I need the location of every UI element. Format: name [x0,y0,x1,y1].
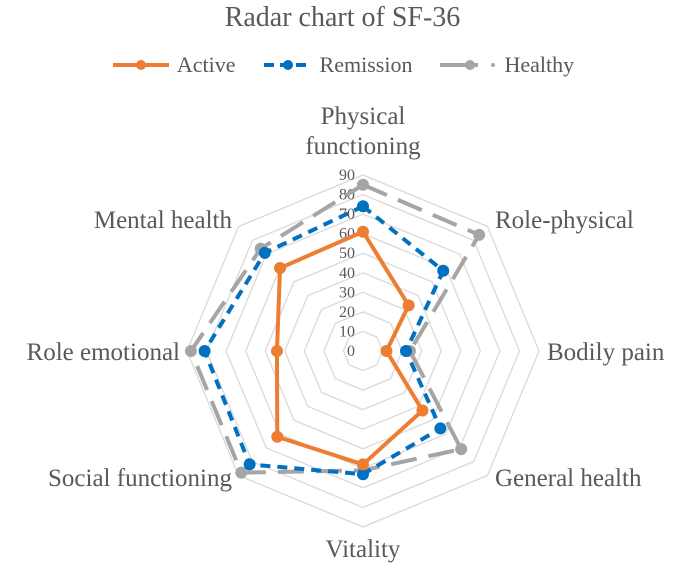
chart-title: Radar chart of SF-36 [224,2,461,33]
data-point-active [274,262,287,275]
axis-label: General health [495,465,642,492]
legend-label-remission: Remission [319,52,413,77]
axis-label: Bodily pain [547,339,665,366]
data-point-active [416,404,429,417]
legend-item-active: Active [111,52,236,78]
legend-label-healthy: Healthy [504,52,575,77]
tick-label: 30 [339,284,355,301]
grid-ring [264,252,462,450]
data-point-remission [198,345,211,357]
axis-label: Role emotional [27,339,180,366]
tick-label: 90 [339,167,355,184]
data-point-active [357,225,369,238]
legend-label-active: Active [176,52,236,77]
data-point-active [357,458,369,471]
data-point-active [271,430,284,443]
data-point-active [380,345,393,357]
legend: Active Remission Healthy [0,52,685,78]
tick-label: 50 [339,245,355,262]
data-point-remission [243,458,256,471]
data-point-remission [437,264,450,277]
legend-item-remission: Remission [262,52,413,78]
data-point-remission [400,345,413,357]
grid-ring [303,291,423,411]
data-point-remission [258,246,271,259]
legend-line-dashed-icon [263,60,312,70]
data-point-healthy [473,228,486,241]
legend-line-longdash-icon [440,60,496,70]
data-point-active [402,299,415,312]
data-point-healthy [455,443,468,456]
data-point-remission [357,200,369,213]
axis-label: Vitality [326,536,401,563]
tick-label: 10 [339,323,355,340]
grid-ring [284,272,442,430]
grid-ring [205,193,521,509]
data-point-healthy [357,178,369,191]
axis-label: Mental health [94,207,233,234]
tick-label: 40 [339,265,355,282]
axis-label: Social functioning [48,465,232,492]
axis-label: Role-physical [495,207,634,234]
data-point-healthy [184,345,197,357]
data-point-remission [357,468,369,481]
grid-ring [342,330,384,372]
grid-ring [186,174,540,528]
grid-ring [225,213,501,489]
data-point-remission [434,422,447,435]
data-point-active [270,345,283,357]
legend-item-healthy: Healthy [438,52,574,78]
tick-label: 0 [347,343,355,360]
legend-line-solid-icon [112,60,169,70]
tick-label: 20 [339,304,355,321]
radar-series [184,178,486,481]
data-point-healthy [235,466,248,479]
